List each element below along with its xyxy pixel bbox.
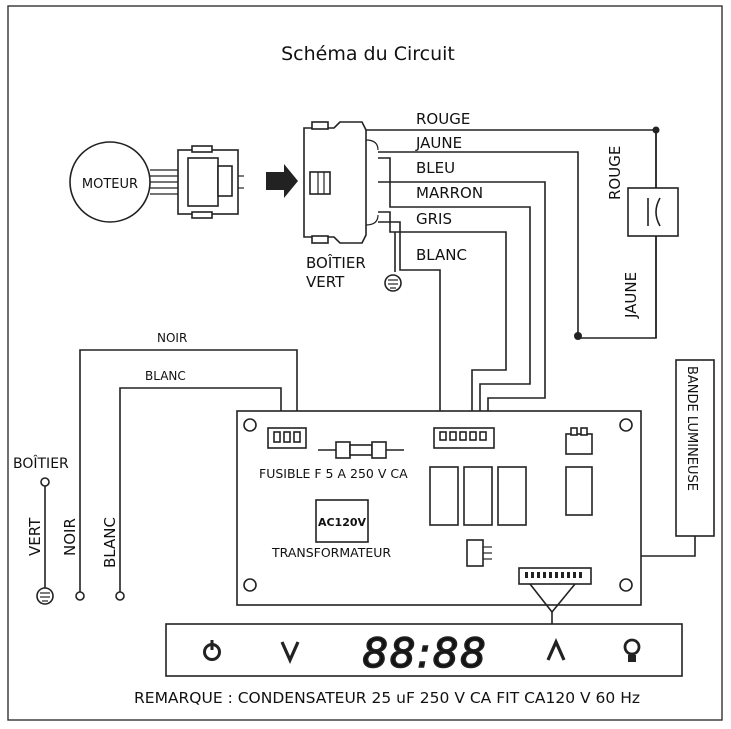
wire-label-blanc-left: BLANC	[145, 369, 186, 383]
left-terminals	[36, 477, 125, 605]
wire-label-gris: GRIS	[416, 210, 452, 228]
junction-label-line1: BOÎTIER	[306, 253, 366, 272]
relay-2	[463, 466, 493, 526]
transformer-label: TRANSFORMATEUR	[271, 545, 391, 560]
fuse	[318, 441, 404, 459]
terminal-label-boitier: BOÎTIER	[13, 454, 69, 472]
capacitor-label-rouge: ROUGE	[606, 146, 624, 200]
motor-label: MOTEUR	[82, 177, 138, 192]
transformer-text: AC120V	[318, 516, 367, 529]
wire-label-jaune: JAUNE	[415, 134, 462, 152]
light-strip-label: BANDE LUMINEUSE	[684, 366, 699, 491]
control-board: FUSIBLE F 5 A 250 V CA AC120V TRANSFORMA…	[236, 410, 642, 606]
wire-label-noir: NOIR	[157, 331, 187, 345]
transformer	[315, 499, 369, 543]
wire-label-blanc: BLANC	[416, 246, 467, 264]
relay-4	[565, 466, 593, 516]
junction-label-line2: VERT	[306, 273, 345, 291]
relay-3	[497, 466, 527, 526]
terminal-label-noir: NOIR	[61, 518, 79, 556]
ground-icon	[384, 274, 402, 292]
wire-blanc-left	[119, 387, 282, 592]
chevron-up-icon	[546, 638, 566, 661]
diagram-title: Schéma du Circuit	[281, 43, 455, 65]
light-connector	[565, 433, 593, 455]
footnote: REMARQUE : CONDENSATEUR 25 uF 250 V CA F…	[134, 689, 640, 707]
display-panel: 88:88	[165, 623, 683, 678]
junction-connector	[303, 121, 379, 244]
wire-label-marron: MARRON	[416, 184, 483, 202]
light-bulb-icon	[623, 638, 641, 662]
power-icon	[203, 640, 221, 661]
motor-plug	[177, 145, 244, 219]
wire-label-bleu: BLEU	[416, 159, 455, 177]
light-strip: BANDE LUMINEUSE	[492, 359, 715, 557]
terminal-label-blanc: BLANC	[101, 517, 119, 568]
capacitor	[627, 130, 679, 338]
fuse-label: FUSIBLE F 5 A 250 V CA	[259, 466, 408, 481]
capacitor-label-jaune: JAUNE	[622, 272, 640, 319]
motor: MOTEUR	[69, 141, 178, 223]
terminal-label-vert: VERT	[26, 517, 44, 556]
relay-1	[429, 466, 459, 526]
wire-label-rouge: ROUGE	[416, 110, 470, 128]
strip-connector	[466, 539, 484, 567]
display-digits: 88:88	[362, 631, 487, 677]
wire-bundle	[366, 126, 660, 428]
arrow-right-icon	[266, 164, 298, 198]
chevron-down-icon	[280, 641, 300, 664]
frame	[7, 5, 723, 721]
wire-noir	[79, 349, 298, 592]
